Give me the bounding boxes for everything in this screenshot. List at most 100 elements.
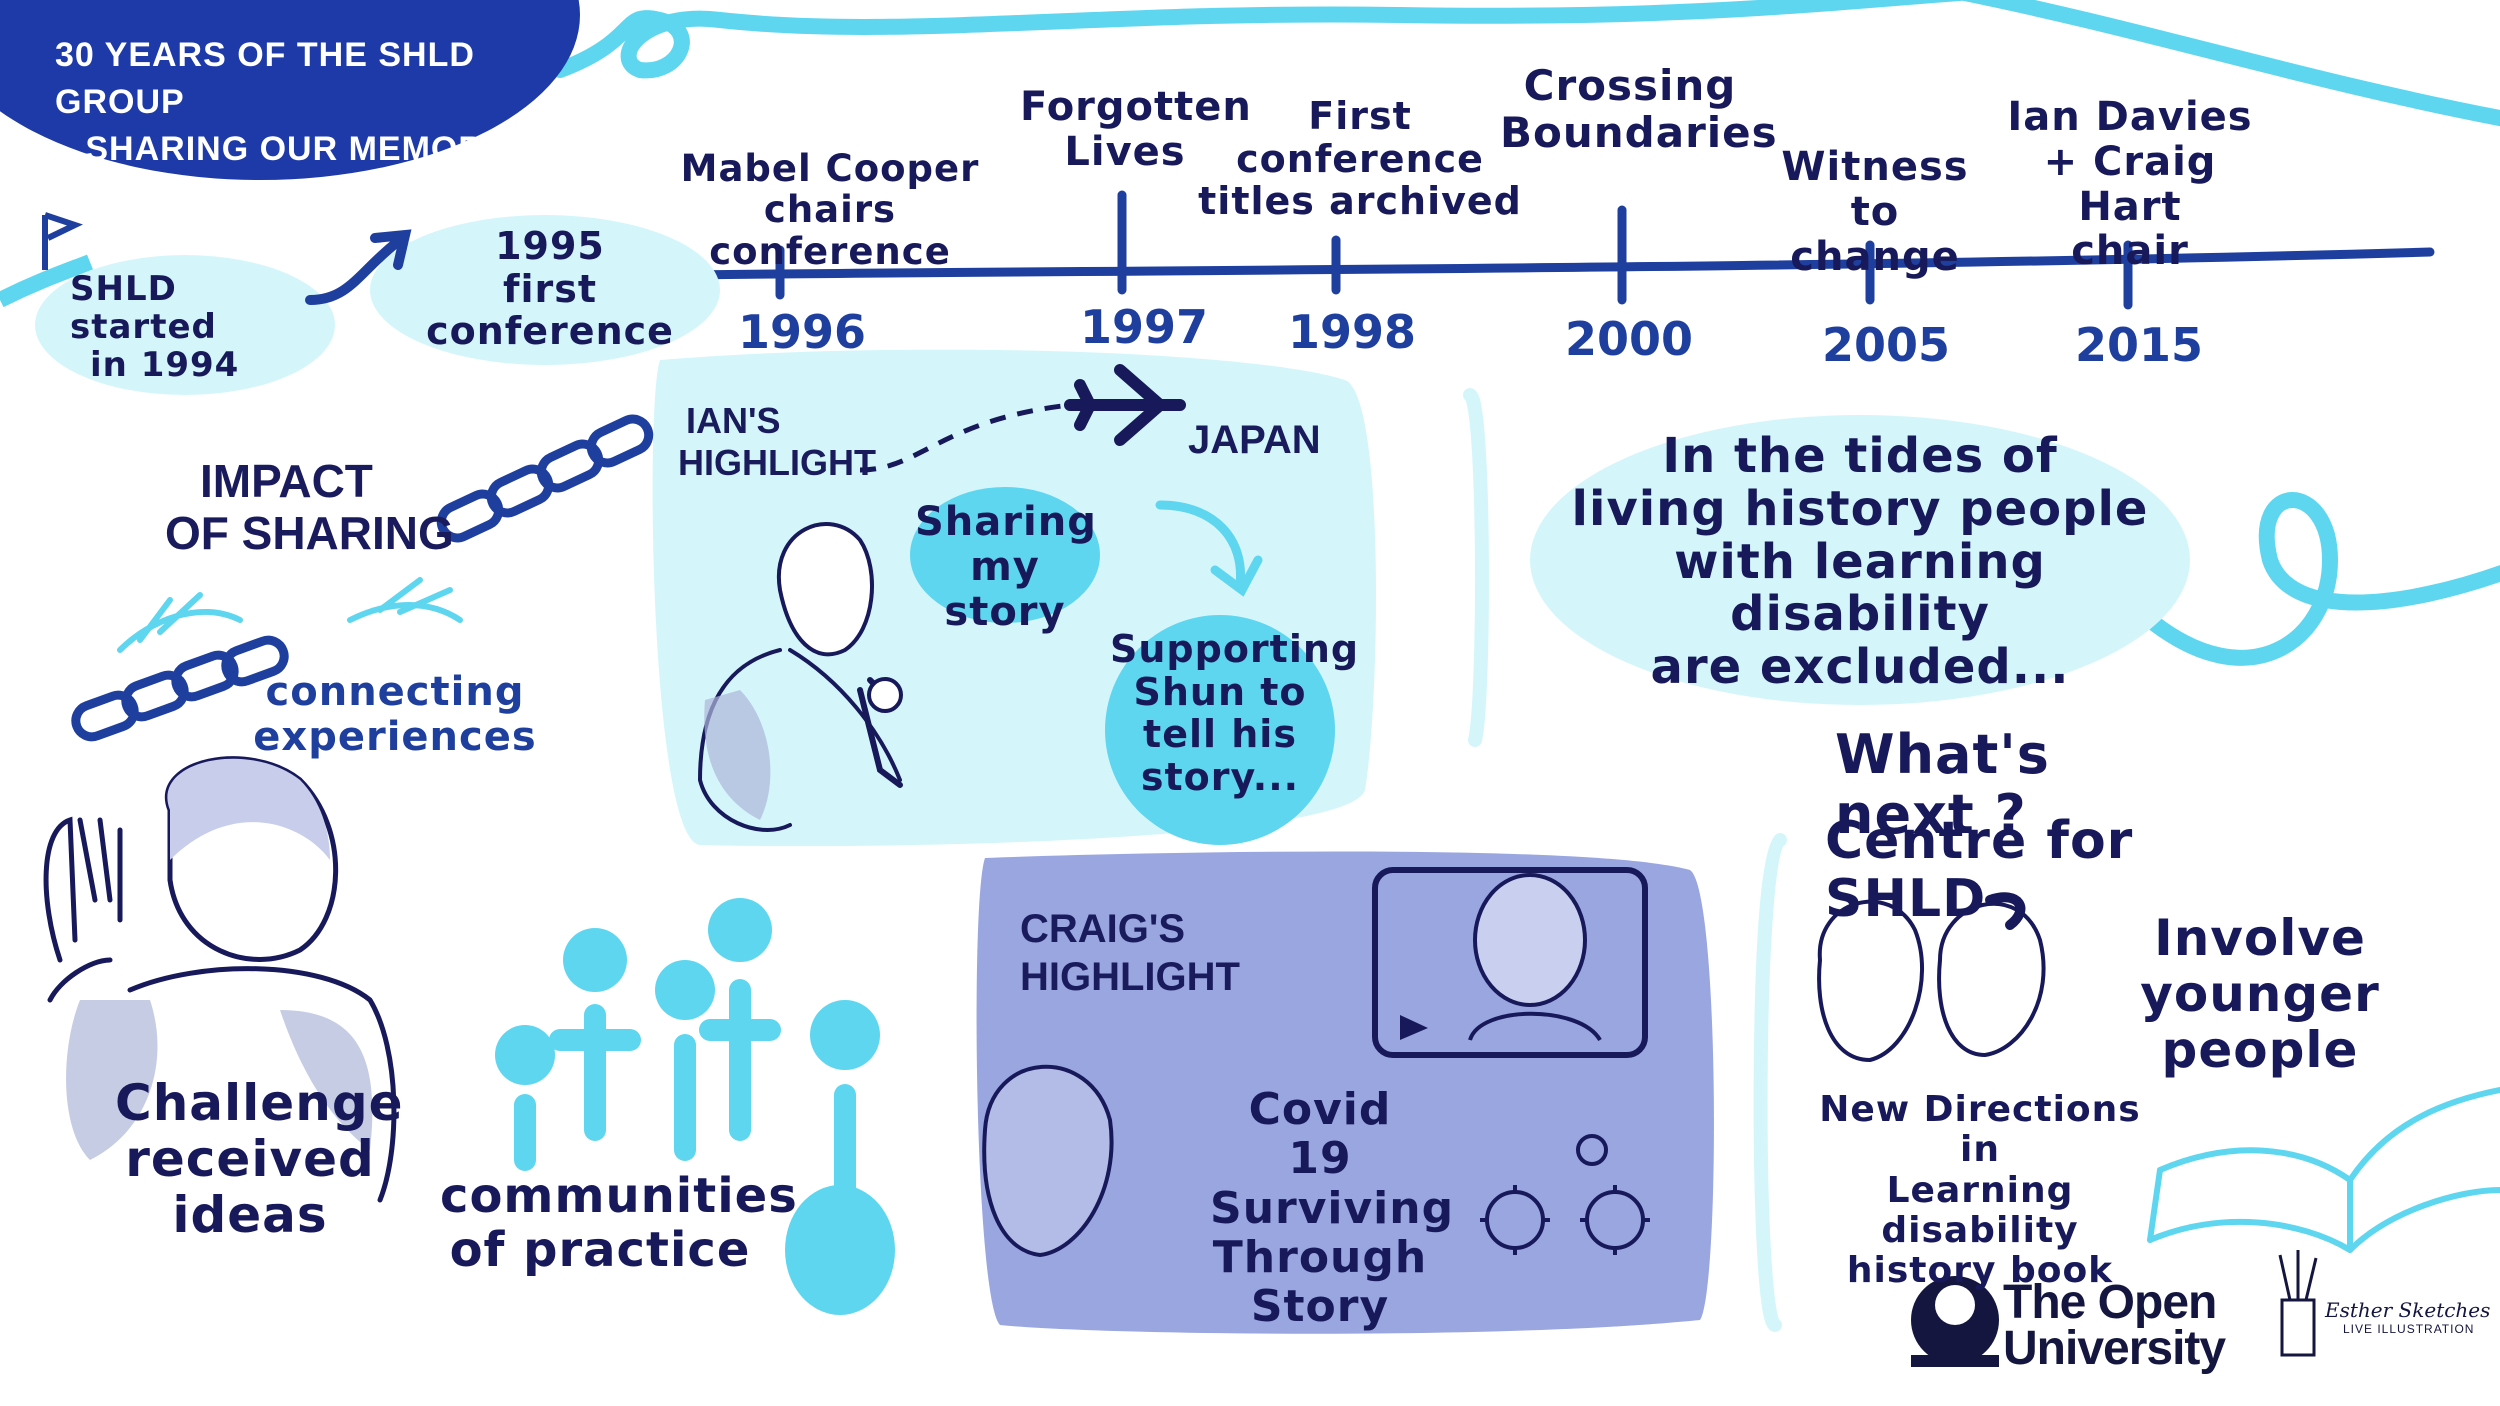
page-title: 30 YEARS OF THE SHLD GROUP – SHARING OUR…	[55, 32, 575, 173]
title-line-2: – SHARING OUR MEMORIES	[55, 130, 542, 168]
community-figures	[495, 898, 895, 1315]
event-1997-line-2: Lives	[1064, 128, 1186, 175]
craig-heading: CRAIG'S HIGHLIGHT	[1020, 905, 1240, 1001]
open-university-logo: The Open University	[2003, 1279, 2226, 1375]
screen-face	[1468, 873, 1602, 1042]
esther-sketches-logo: Esther Sketches LIVE ILLUSTRATION	[2325, 1298, 2500, 1336]
pens-icon	[2278, 1250, 2318, 1357]
communities-line-2: of practice	[449, 1221, 751, 1278]
event-1996-line-1: Mabel Cooper	[680, 147, 980, 190]
ian-shade	[704, 690, 771, 820]
tides-blob	[1530, 415, 2190, 705]
chain-icon	[71, 414, 654, 742]
sharing-line-1: Sharing	[915, 499, 1097, 545]
tides-line-3: with learning disability	[1674, 533, 2046, 643]
impact-heading: IMPACT of SHARING	[165, 455, 454, 559]
event-1998-line-2: conference	[1236, 136, 1484, 181]
book-line-1: New Directions in	[1819, 1089, 2141, 1171]
first-conference-text: first conference	[426, 266, 674, 354]
tides-line-4: are excluded...	[1650, 639, 2070, 696]
covid-line-2: Surviving	[1210, 1182, 1455, 1234]
challenge-line-1: Challenge	[115, 1074, 404, 1132]
challenge-line-3: ideas	[172, 1186, 328, 1244]
event-1997-line-1: Forgotten	[1020, 84, 1252, 130]
virus-icon	[1480, 1134, 1650, 1255]
event-1996-label: Mabel Cooper chairs conference	[660, 147, 1000, 273]
covid-line-1: Covid 19	[1248, 1084, 1392, 1185]
flag-icon	[42, 212, 83, 270]
event-2000-line-1: Crossing	[1523, 61, 1737, 110]
book-label: New Directions in Learning disability hi…	[1800, 1089, 2160, 1292]
book-line-3: history book	[1846, 1250, 2114, 1292]
supporting-line-2: Shun to	[1133, 669, 1307, 714]
event-1996-year: 1996	[738, 305, 867, 359]
event-2015-line-2: + Craig Hart	[2043, 138, 2217, 230]
ian-figure	[697, 522, 903, 832]
event-1998-line-3: titles archived	[1198, 179, 1522, 224]
event-1998-line-1: First	[1308, 94, 1412, 138]
supporting-blob	[1105, 615, 1335, 845]
event-1998-label: First conference titles archived	[1195, 95, 1525, 223]
tides-line-2: living history people	[1571, 480, 2149, 537]
connecting-label: connecting experiences	[250, 670, 540, 760]
flight-route	[859, 402, 1071, 473]
tides-quote: In the tides of living history people wi…	[1570, 430, 2150, 694]
hands-icon	[117, 577, 463, 653]
event-2005-line-1: Witness	[1781, 144, 1969, 190]
plane-icon	[1064, 364, 1186, 446]
challenge-label: Challenge received ideas	[115, 1074, 404, 1244]
play-icon	[1400, 1015, 1428, 1040]
impact-heading-line-2: of SHARING	[165, 507, 454, 559]
communities-line-1: communities	[440, 1168, 798, 1224]
first-conference-year: 1995	[495, 224, 605, 268]
ribbon-left	[0, 254, 93, 308]
event-2000-label: Crossing Boundaries	[1500, 61, 1778, 158]
event-2015-line-1: Ian Davies	[2007, 94, 2253, 140]
ian-heading-line-2: HIGHLIGHT	[678, 442, 876, 483]
ian-heading: IAN'S HIGHLIGHT	[678, 400, 876, 484]
next-faces	[1817, 892, 2046, 1063]
sharing-label: Sharing my story	[915, 499, 1097, 635]
timeline-line	[675, 247, 2435, 280]
craig-face	[982, 1064, 1114, 1258]
event-2000-year: 2000	[1565, 312, 1694, 366]
craig-heading-line-1: CRAIG'S	[1020, 907, 1186, 951]
supporting-line-4: story...	[1140, 754, 1300, 799]
sharing-line-2: my story	[944, 543, 1066, 635]
start-line-1: SHLD started	[70, 269, 217, 348]
event-2015-label: Ian Davies + Craig Hart chair	[2000, 95, 2260, 274]
covid-line-3: Through	[1212, 1231, 1428, 1283]
hair-shade	[167, 758, 330, 860]
event-2005-line-2: to change	[1790, 188, 1960, 280]
divider-right	[1753, 833, 1787, 1332]
start-label: SHLD started in 1994	[70, 270, 310, 384]
timeline-ticks	[775, 190, 2133, 310]
japan-label: JAPAN	[1188, 418, 1321, 462]
event-2005-year: 2005	[1822, 318, 1951, 372]
involve-line-1: Involve	[2154, 909, 2366, 967]
event-1996-line-2: chairs conference	[709, 188, 951, 273]
divider-center	[1463, 388, 1489, 747]
event-2000-line-2: Boundaries	[1500, 108, 1778, 158]
book-icon	[2147, 1087, 2500, 1253]
conference-blob	[370, 215, 720, 365]
supporting-line-3: tell his	[1143, 712, 1297, 757]
start-blob	[35, 255, 335, 395]
ou-line-2: University	[2003, 1322, 2226, 1375]
esther-line-1: Esther Sketches	[2325, 1298, 2491, 1322]
title-line-1: 30 YEARS OF THE SHLD GROUP	[55, 36, 475, 121]
connecting-line-2: experiences	[253, 713, 537, 760]
communities-label: communities of practice	[440, 1168, 798, 1278]
craig-heading-line-2: HIGHLIGHT	[1020, 955, 1240, 999]
centre-label: Centre for SHLD	[1825, 811, 2134, 930]
supporting-line-1: Supporting	[1110, 627, 1360, 671]
arrow-start	[305, 229, 412, 305]
book-line-2: Learning disability	[1881, 1169, 2079, 1251]
ou-logo-text: The Open University	[2003, 1279, 2226, 1375]
event-2015-line-3: chair	[2071, 228, 2189, 275]
event-1997-year: 1997	[1080, 300, 1209, 354]
challenge-shade	[66, 1000, 373, 1160]
start-line-2: in 1994	[90, 345, 240, 386]
first-conference-label: 1995 first conference	[405, 225, 695, 353]
